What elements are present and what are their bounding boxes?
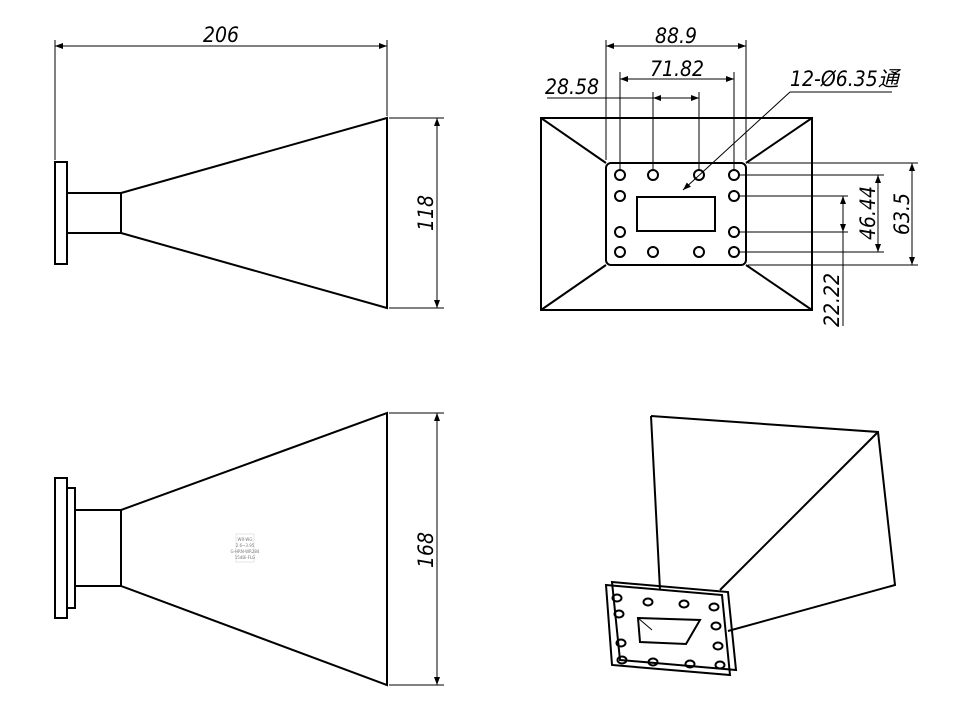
bolt-hole	[614, 246, 626, 258]
iso-bolt-holes	[611, 593, 726, 670]
bolt-hole	[614, 226, 626, 238]
bolt-hole	[613, 609, 625, 619]
top-view-horn	[120, 411, 388, 687]
side-view-horn	[120, 116, 388, 310]
bolt-hole	[647, 169, 659, 181]
side-view-flange	[54, 161, 68, 265]
horn-edge-line	[540, 264, 607, 311]
bolt-hole	[647, 246, 659, 258]
bolt-hole	[647, 657, 659, 667]
top-view: WR-WG 2.6~3.95 G-HRN-WR284 15dBi-FLG 168	[54, 411, 444, 687]
bolt-hole	[728, 169, 740, 181]
dim-label-height-side: 118	[414, 195, 438, 231]
side-view: 206 118	[54, 23, 444, 310]
top-view-flange-inner	[66, 487, 76, 609]
iso-flange-back	[610, 580, 738, 672]
iso-horn-edge	[719, 431, 879, 591]
front-view: 88.9 71.82 28.58 12-Ø6.35通 63.5 46.44 22…	[540, 24, 918, 327]
bolt-holes	[614, 169, 740, 258]
bolt-hole	[684, 659, 696, 669]
nameplate: WR-WG 2.6~3.95 G-HRN-WR284 15dBi-FLG	[231, 533, 260, 563]
bolt-hole	[693, 246, 705, 258]
nameplate-line: WR-WG	[238, 537, 253, 542]
bolt-hole	[616, 655, 628, 665]
dim-label-flange-width: 88.9	[655, 24, 697, 48]
hole-callout-label: 12-Ø6.35通	[790, 67, 902, 91]
bolt-hole	[728, 226, 740, 238]
bolt-hole	[710, 621, 722, 631]
iso-waveguide-opening	[636, 616, 702, 646]
top-view-waveguide	[74, 509, 122, 587]
bolt-hole	[693, 169, 705, 181]
flange-outline	[605, 162, 747, 266]
nameplate-line: 15dBi-FLG	[235, 555, 256, 560]
iso-flange-front	[604, 583, 732, 677]
bolt-hole	[614, 190, 626, 202]
side-view-waveguide	[66, 192, 122, 234]
isometric-view	[604, 415, 897, 677]
bolt-hole	[708, 602, 720, 612]
dim-label-bolt-span-y: 63.5	[890, 193, 914, 235]
iso-waveguide-inner-edge	[637, 617, 653, 631]
bolt-hole	[712, 641, 724, 651]
dim-label-bolt-span-x: 71.82	[650, 57, 704, 81]
dim-label-bolt-span-y-inner: 46.44	[856, 186, 880, 240]
dim-label-bolt-pitch-x: 28.58	[545, 75, 599, 99]
dim-label-bolt-pitch-y: 22.22	[820, 273, 844, 327]
bolt-hole	[642, 597, 654, 607]
bolt-hole	[714, 660, 726, 670]
bolt-hole	[728, 190, 740, 202]
nameplate-line: 2.6~3.95	[236, 543, 255, 548]
top-view-flange-outer	[54, 477, 68, 619]
nameplate-line: G-HRN-WR284	[231, 549, 260, 554]
horn-edge-line	[745, 264, 813, 311]
horn-edge-line	[540, 117, 607, 164]
bolt-hole	[728, 246, 740, 258]
horn-edge-line	[745, 117, 813, 164]
bolt-hole	[678, 599, 690, 609]
dim-label-height-top: 168	[414, 532, 438, 568]
horn-aperture-outline	[540, 117, 813, 311]
bolt-hole	[614, 169, 626, 181]
bolt-hole	[615, 638, 627, 648]
iso-horn-outline	[650, 415, 897, 632]
dim-label-length: 206	[203, 23, 239, 47]
iso-horn-edge	[650, 415, 661, 591]
bolt-hole	[611, 593, 623, 603]
leader-line-hole-callout	[682, 91, 791, 191]
waveguide-opening	[636, 196, 716, 232]
